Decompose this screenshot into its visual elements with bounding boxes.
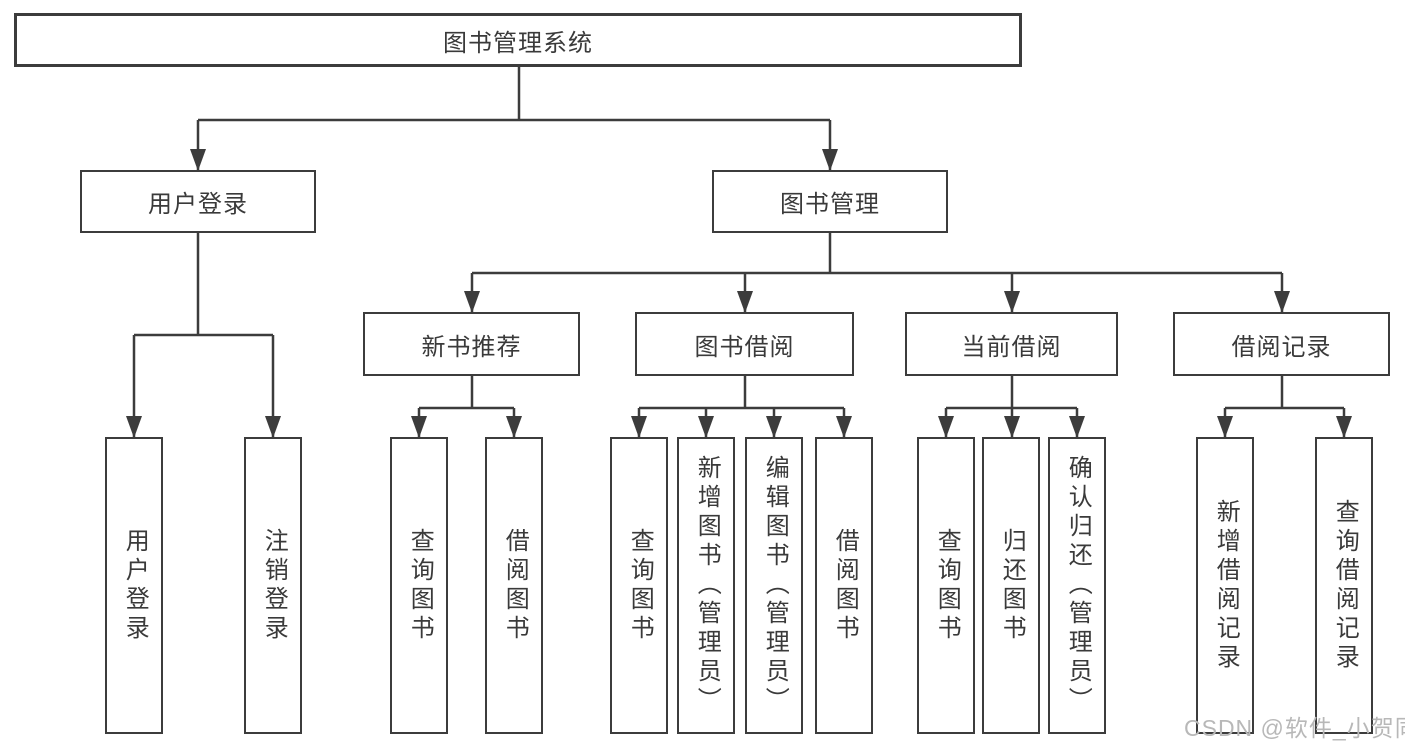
leaf-current-query: 查询图书	[917, 437, 975, 734]
leaf-records-add: 新增借阅记录	[1196, 437, 1254, 734]
connector-new-books-rail	[419, 376, 514, 410]
node-root-label: 图书管理系统	[443, 29, 593, 57]
leaf-current-confirm: 确认归还（管理员）	[1048, 437, 1106, 734]
connector-current-borrow-rail	[946, 376, 1077, 410]
connector-user-login-rail	[134, 233, 273, 337]
leaf-newbooks-query-label: 查询图书	[406, 527, 434, 644]
leaf-logout: 注销登录	[244, 437, 302, 734]
connector-root-rail	[198, 67, 830, 122]
node-user-login: 用户登录	[80, 170, 316, 233]
node-new-books: 新书推荐	[363, 312, 580, 376]
leaf-newbooks-query: 查询图书	[390, 437, 448, 734]
leaf-borrow-borrow: 借阅图书	[815, 437, 873, 734]
node-book-borrow: 图书借阅	[635, 312, 854, 376]
leaf-borrow-add: 新增图书（管理员）	[677, 437, 735, 734]
leaf-user-login: 用户登录	[105, 437, 163, 734]
leaf-borrow-edit: 编辑图书（管理员）	[745, 437, 803, 734]
node-new-books-label: 新书推荐	[421, 333, 522, 361]
leaf-borrow-borrow-label: 借阅图书	[831, 527, 859, 644]
leaf-borrow-query-label: 查询图书	[626, 527, 654, 644]
node-current-borrow-label: 当前借阅	[961, 333, 1062, 361]
node-current-borrow: 当前借阅	[905, 312, 1118, 376]
node-borrow-records: 借阅记录	[1173, 312, 1390, 376]
leaf-current-return: 归还图书	[982, 437, 1040, 734]
leaf-current-confirm-label: 确认归还（管理员）	[1064, 455, 1092, 716]
node-root: 图书管理系统	[14, 13, 1022, 67]
node-book-mgmt: 图书管理	[712, 170, 948, 233]
node-book-borrow-label: 图书借阅	[694, 333, 795, 361]
leaf-current-return-label: 归还图书	[998, 527, 1026, 644]
leaf-records-add-label: 新增借阅记录	[1212, 498, 1240, 673]
connector-book-mgmt-rail	[472, 233, 1282, 275]
leaf-records-query-label: 查询借阅记录	[1331, 498, 1359, 673]
leaf-newbooks-borrow-label: 借阅图书	[501, 527, 529, 644]
leaf-borrow-add-label: 新增图书（管理员）	[693, 455, 721, 716]
connector-book-borrow-rail	[639, 376, 844, 410]
watermark: CSDN @软件_小贺同学	[1184, 715, 1405, 741]
leaf-records-query: 查询借阅记录	[1315, 437, 1373, 734]
node-book-mgmt-label: 图书管理	[780, 191, 880, 218]
leaf-user-login-label: 用户登录	[121, 527, 149, 644]
leaf-borrow-edit-label: 编辑图书（管理员）	[761, 455, 789, 716]
leaf-newbooks-borrow: 借阅图书	[485, 437, 543, 734]
connector-borrow-records-rail	[1225, 376, 1344, 410]
node-user-login-label: 用户登录	[148, 191, 248, 218]
node-borrow-records-label: 借阅记录	[1231, 333, 1332, 361]
leaf-borrow-query: 查询图书	[610, 437, 668, 734]
leaf-logout-label: 注销登录	[260, 527, 288, 644]
leaf-current-query-label: 查询图书	[933, 527, 961, 644]
